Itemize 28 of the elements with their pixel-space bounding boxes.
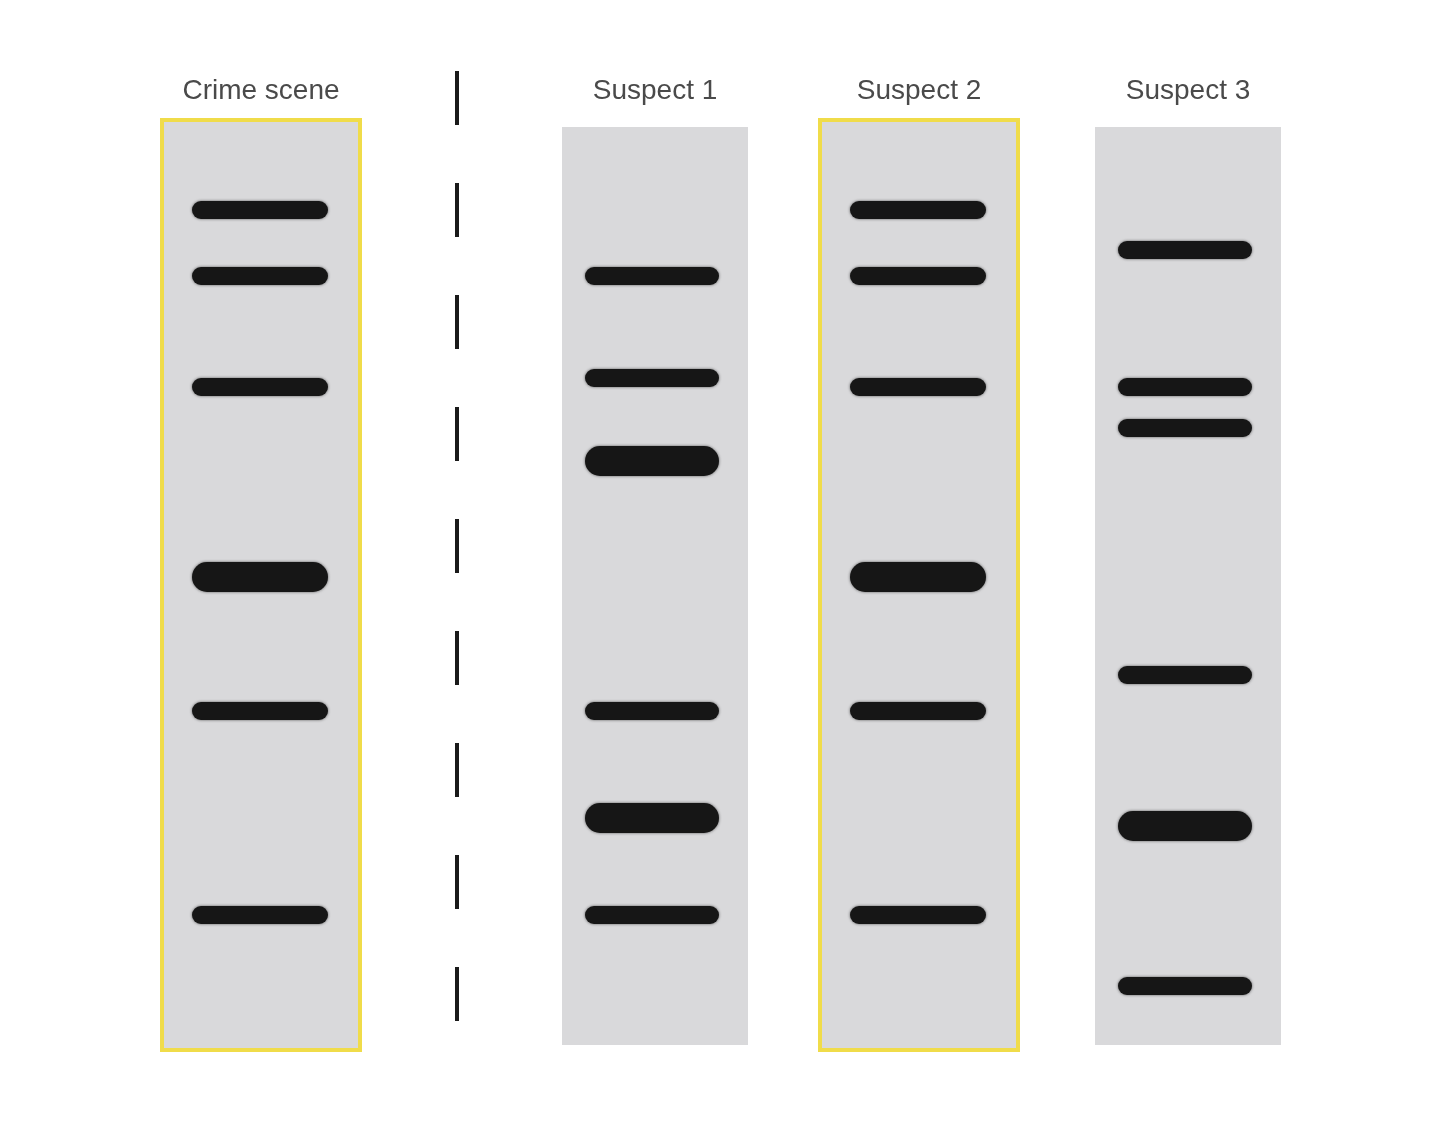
dna-band	[1118, 977, 1252, 995]
thick-dna-band	[1118, 811, 1252, 841]
dna-band	[585, 906, 719, 924]
dna-band	[1118, 666, 1252, 684]
dna-band	[850, 201, 986, 219]
dna-band	[1118, 378, 1252, 396]
dna-band	[1118, 241, 1252, 259]
lane-label: Suspect 1	[591, 73, 719, 107]
thick-dna-band	[585, 803, 719, 833]
dna-band	[192, 906, 328, 924]
lane-label: Suspect 3	[1124, 73, 1252, 107]
dna-band	[585, 369, 719, 387]
thick-dna-band	[585, 446, 719, 476]
dna-band	[1118, 419, 1252, 437]
dna-band	[192, 201, 328, 219]
dna-band	[585, 702, 719, 720]
dna-band	[850, 702, 986, 720]
dna-band	[192, 702, 328, 720]
dna-band	[192, 378, 328, 396]
dna-band	[585, 267, 719, 285]
thick-dna-band	[850, 562, 986, 592]
dna-band	[850, 906, 986, 924]
dna-band	[850, 378, 986, 396]
thick-dna-band	[192, 562, 328, 592]
lane-label: Suspect 2	[855, 73, 983, 107]
dna-band	[850, 267, 986, 285]
lane-label: Crime scene	[181, 73, 341, 107]
dna-band	[192, 267, 328, 285]
